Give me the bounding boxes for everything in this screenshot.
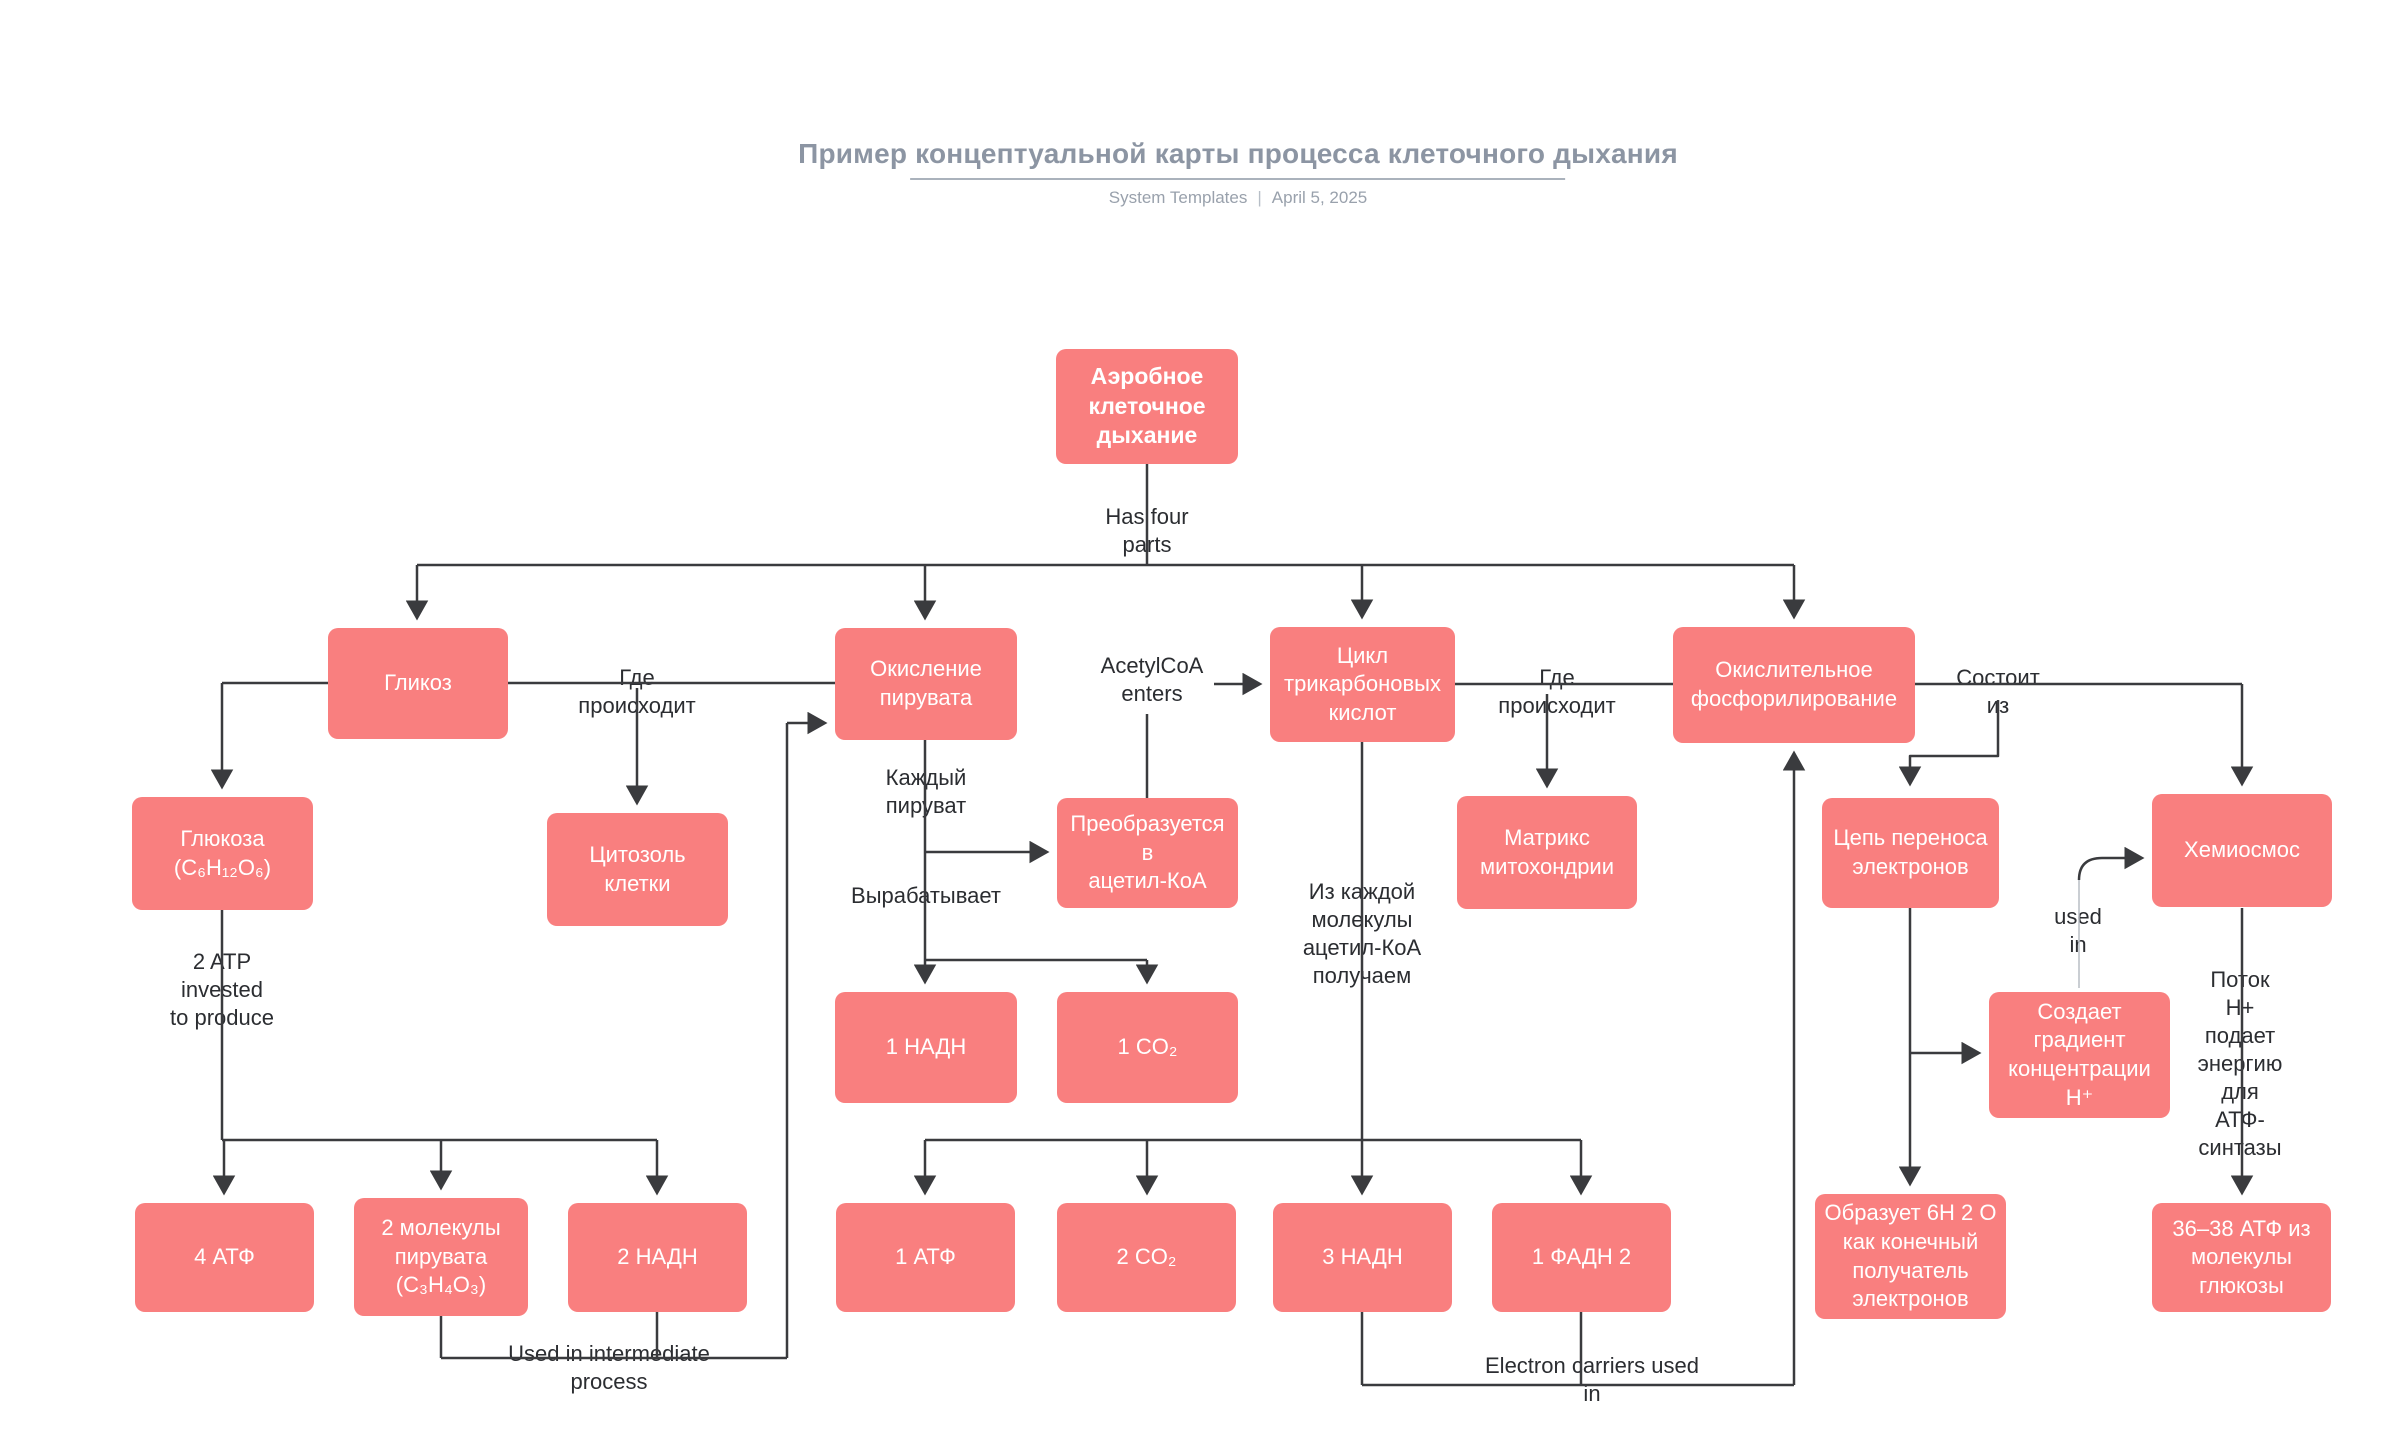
node-pyruvate-oxidation[interactable]: Окисление пирувата — [835, 628, 1017, 740]
edge-label-electron-carriers: Electron carriers used in — [1485, 1353, 1699, 1406]
edge-label-has-four-parts: Has four parts — [1105, 504, 1189, 557]
node-glucose[interactable]: Глюкоза (C₆H₁₂O₆) — [132, 797, 313, 910]
edge-label-where-happens-right: Где происходит — [1498, 665, 1616, 718]
node-cytosol[interactable]: Цитозоль клетки — [547, 813, 728, 926]
node-krebs-cycle[interactable]: Цикл трикарбоновых кислот — [1270, 627, 1455, 742]
node-oxidative-phosphorylation[interactable]: Окислительное фосфорилирование — [1673, 627, 1915, 743]
node-co2-2[interactable]: 2 CO₂ — [1057, 1203, 1236, 1312]
node-atp-36-38[interactable]: 36–38 АТФ из молекулы глюкозы — [2152, 1203, 2331, 1312]
page-subtitle: System Templates | April 5, 2025 — [798, 188, 1678, 208]
node-water-6h2o[interactable]: Образует 6H 2 O как конечный получатель … — [1815, 1194, 2006, 1319]
page-title: Пример концептуальной карты процесса кле… — [798, 138, 1678, 169]
node-atp-4[interactable]: 4 АТФ — [135, 1203, 314, 1312]
node-electron-transport-chain[interactable]: Цепь переноса электронов — [1822, 798, 1999, 908]
edge-label-used-in-intermediate: Used in intermediate process — [508, 1341, 710, 1394]
node-pyruvate-2[interactable]: 2 молекулы пирувата (C₃H₄O₃) — [354, 1198, 528, 1316]
author-label: System Templates — [1108, 188, 1248, 207]
subtitle-separator: | — [1257, 188, 1262, 207]
page-header: Пример концептуальной карты процесса кле… — [798, 138, 1678, 208]
edge-label-acetylcoa-enters: AcetylCoA enters — [1100, 653, 1204, 706]
node-mitochondrial-matrix[interactable]: Матрикс митохондрии — [1457, 796, 1637, 909]
node-fadh2-1[interactable]: 1 ФАДН 2 — [1492, 1203, 1671, 1312]
node-acetyl-coa[interactable]: Преобразуется в ацетил-КоА — [1057, 798, 1238, 908]
node-aerobic-respiration[interactable]: Аэробное клеточное дыхание — [1056, 349, 1238, 464]
node-atp-1[interactable]: 1 АТФ — [836, 1203, 1015, 1312]
edge-label-proton-flow: Поток H+ подает энергию для АТФ- синтазы — [2197, 967, 2283, 1160]
node-chemiosmosis[interactable]: Хемиосмос — [2152, 794, 2332, 907]
edge-connector — [1898, 700, 2000, 787]
node-co2-1[interactable]: 1 CO₂ — [1057, 992, 1238, 1103]
node-h-gradient[interactable]: Создает градиент концентрации H⁺ — [1989, 992, 2170, 1118]
date-label: April 5, 2025 — [1271, 188, 1368, 207]
edge-label-used-in: used in — [2054, 904, 2102, 957]
node-glycolysis[interactable]: Гликоз — [328, 628, 508, 739]
title-underline — [910, 178, 1566, 180]
node-nadh-1[interactable]: 1 НАДН — [835, 992, 1017, 1103]
edge-connector — [2077, 846, 2145, 881]
node-nadh-2[interactable]: 2 НАДН — [568, 1203, 747, 1312]
node-nadh-3[interactable]: 3 НАДН — [1273, 1203, 1452, 1312]
